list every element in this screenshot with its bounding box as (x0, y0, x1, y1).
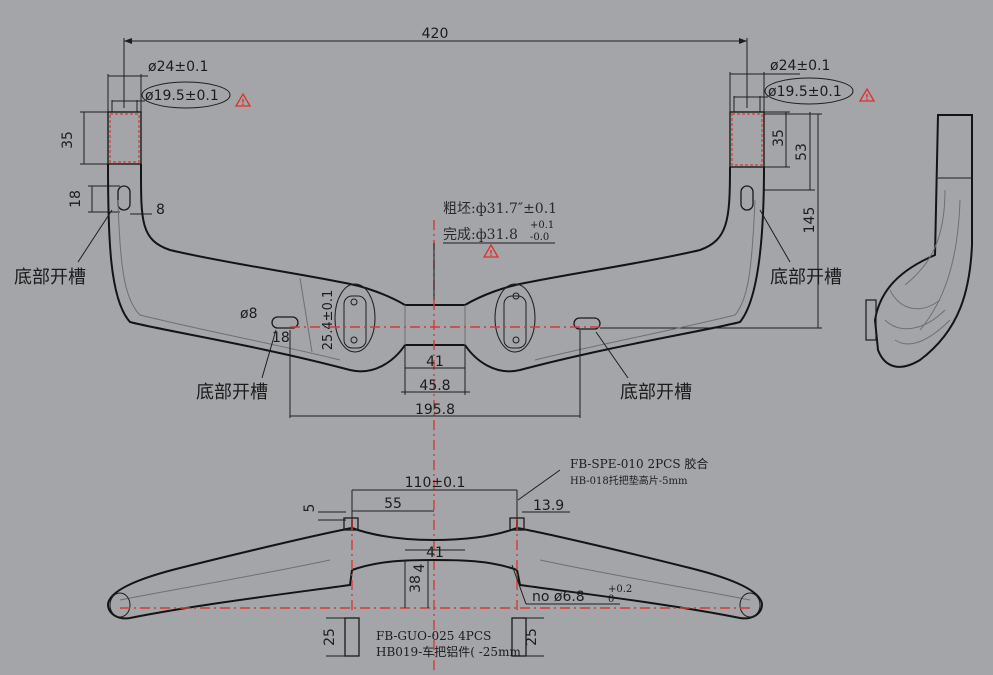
clamp-spec-finish: 完成:ф31.8 (443, 227, 518, 243)
height-38-label: 38 (408, 575, 424, 593)
height-4-label: 4 (412, 563, 428, 572)
slot-label-right: 底部开槽 (770, 267, 842, 288)
clamp-width-label: 41 (426, 354, 444, 370)
front-view: 110±0.1 55 5 13.9 FB-SPE-010 2PCS 胶合 HB-… (106, 456, 764, 659)
top-view: 420 ø24±0.1 ø19.5±0.1 ! 35 1 (14, 26, 876, 670)
spacer-note-2: HB019-车把铝件( -25mm (376, 644, 521, 659)
right-warning-icon: ! (865, 93, 869, 102)
left-depth-label: 35 (60, 131, 76, 149)
clamp-warning-icon: ! (489, 249, 493, 258)
side-view (865, 114, 973, 368)
spacer-height-right: 25 (524, 628, 540, 646)
spacer-note-1: FB-GUO-025 4PCS (376, 629, 491, 643)
right-drop-label: 145 (802, 207, 818, 234)
right-bar-end: ø24±0.1 ø19.5±0.1 ! 35 53 145 (600, 58, 876, 329)
offset-5-label: 5 (302, 504, 318, 513)
clamp-spec: 粗坯:ф31.7″±0.1 完成:ф31.8 +0.1 -0.0 ! (433, 201, 557, 300)
hole-dia-label: no ø6.8 (532, 589, 585, 605)
part-note-2: HB-018托把垫高片-5mm (570, 474, 688, 487)
slot-height-label: 18 (68, 190, 84, 208)
clamp-spec-rough: 粗坯:ф31.7″±0.1 (443, 201, 557, 217)
handlebar-body (107, 163, 765, 373)
mount-height-label: 25.4±0.1 (321, 290, 336, 351)
mid-slot-len: 18 (272, 330, 290, 346)
right-inner-dia: ø19.5±0.1 (768, 84, 842, 100)
right-outer-dia: ø24±0.1 (770, 58, 830, 74)
clamp-tol-upper: +0.1 (530, 220, 554, 231)
hole-tol-upper: +0.2 (608, 584, 632, 595)
mount-spacing-label: 195.8 (415, 402, 455, 418)
front-clamp-width-label: 41 (426, 545, 444, 561)
spacer-height-left: 25 (322, 628, 338, 646)
right-depth-label: 35 (771, 129, 787, 147)
half-span-label: 55 (384, 496, 402, 512)
overall-width-dimension: 420 (123, 26, 748, 108)
left-inner-dia: ø19.5±0.1 (145, 88, 219, 104)
slot-label-left: 底部开槽 (14, 267, 86, 288)
left-outer-dia: ø24±0.1 (148, 59, 208, 75)
clamp-width-outer-label: 45.8 (419, 378, 450, 394)
left-bar-end: ø24±0.1 ø19.5±0.1 ! 35 18 8 (60, 59, 252, 218)
part-note-1: FB-SPE-010 2PCS 胶合 (570, 456, 708, 471)
mount-width-label: 110±0.1 (405, 475, 466, 491)
pad-width-label: 13.9 (533, 498, 564, 514)
slot-callouts: 底部开槽 底部开槽 底部开槽 底部开槽 ø8 18 25.4±0.1 (14, 209, 842, 403)
slot-label-mid-right: 底部开槽 (620, 382, 692, 403)
mid-slot-dia: ø8 (240, 306, 257, 322)
clamp-tol-lower: -0.0 (530, 232, 549, 243)
right-height-label: 53 (794, 143, 810, 161)
overall-width-label: 420 (422, 26, 449, 42)
top-view-bottom-dims: 41 45.8 195.8 (289, 330, 581, 418)
slot-width-label: 8 (156, 202, 165, 218)
hole-tol-lower: 0 (608, 594, 614, 605)
left-warning-icon: ! (241, 98, 245, 107)
slot-label-mid-left: 底部开槽 (196, 382, 268, 403)
